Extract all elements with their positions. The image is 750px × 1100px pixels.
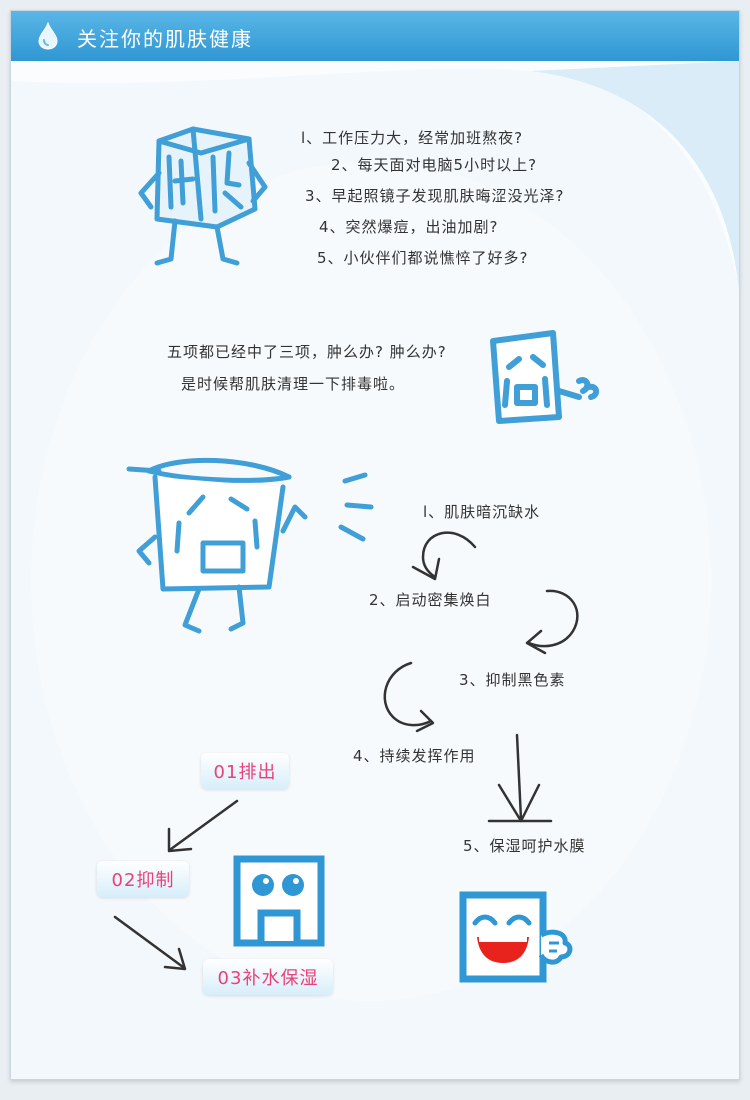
question-3: 3、早起照镜子发现肌肤晦涩没光泽?: [305, 187, 565, 205]
summary-line-1: 五项都已经中了三项，肿么办? 肿么办?: [167, 343, 447, 361]
question-2: 2、每天面对电脑5小时以上?: [331, 156, 538, 174]
tag-inhibit: 02抑制: [97, 861, 189, 897]
shouting-cup-character: [126, 457, 374, 634]
summary-line-2: 是时候帮肌肤清理一下排毒啦。: [181, 375, 406, 393]
step-1: l、肌肤暗沉缺水: [423, 503, 541, 521]
step-5: 5、保湿呵护水膜: [463, 837, 586, 855]
crying-cube-character: [490, 330, 599, 424]
question-5: 5、小伙伴们都说憔悴了好多?: [317, 249, 529, 267]
step-3: 3、抑制黑色素: [459, 671, 566, 689]
question-4: 4、突然爆痘，出油加剧?: [319, 218, 499, 236]
page-frame: 关注你的肌肤健康 l、工作压力大，经常加班熬夜? 2、每天面对电脑5小时以上? …: [10, 10, 740, 1080]
water-drop-icon: [38, 22, 58, 50]
question-1: l、工作压力大，经常加班熬夜?: [301, 129, 524, 147]
step-2: 2、启动密集焕白: [369, 591, 492, 609]
tag-hydrate: 03补水保湿: [203, 959, 333, 995]
ice-cube-character: [138, 126, 268, 266]
tag-discharge: 01排出: [201, 753, 289, 789]
step-4: 4、持续发挥作用: [353, 747, 476, 765]
flow-arrows: [113, 531, 579, 971]
header-bar: 关注你的肌肤健康: [11, 11, 739, 61]
happy-cube-character: [233, 855, 325, 947]
smiling-cube-character: [459, 891, 573, 983]
page-title: 关注你的肌肤健康: [77, 27, 253, 51]
